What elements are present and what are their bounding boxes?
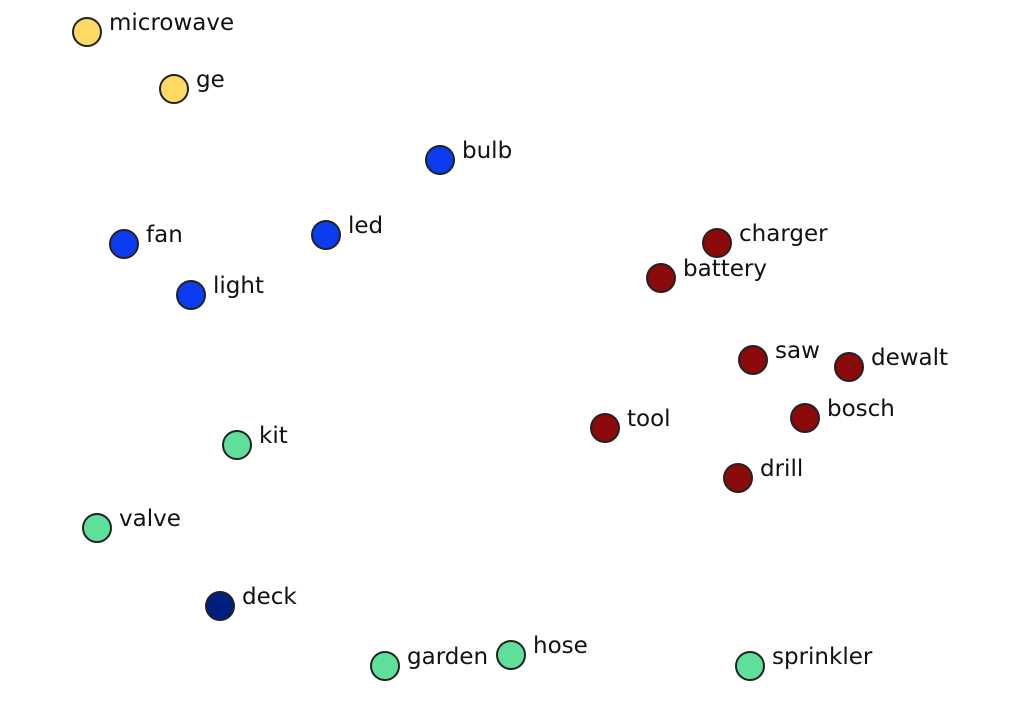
point-label-bosch: bosch [827, 396, 895, 422]
point-label-light: light [213, 273, 264, 299]
point-label-saw: saw [775, 338, 820, 364]
point-label-valve: valve [119, 506, 181, 532]
points-layer [72, 17, 864, 681]
point-label-led: led [348, 213, 383, 239]
point-garden [370, 651, 400, 681]
point-label-battery: battery [683, 256, 767, 282]
labels-layer: microwave ge bulb fan led light charger battery… [109, 10, 948, 670]
point-dewalt [834, 352, 864, 382]
point-label-drill: drill [760, 456, 803, 482]
point-label-bulb: bulb [462, 138, 512, 164]
point-label-garden: garden [407, 644, 488, 670]
point-charger [702, 228, 732, 258]
point-kit [222, 430, 252, 460]
point-hose [496, 640, 526, 670]
point-label-hose: hose [533, 633, 588, 659]
point-tool [590, 413, 620, 443]
point-label-fan: fan [146, 222, 183, 248]
point-deck [205, 591, 235, 621]
point-bulb [425, 145, 455, 175]
point-label-tool: tool [627, 406, 671, 432]
point-drill [723, 463, 753, 493]
point-saw [738, 345, 768, 375]
point-valve [82, 513, 112, 543]
point-label-deck: deck [242, 584, 297, 610]
point-label-kit: kit [259, 423, 288, 449]
point-microwave [72, 17, 102, 47]
point-ge [159, 74, 189, 104]
point-label-dewalt: dewalt [871, 345, 948, 371]
point-bosch [790, 403, 820, 433]
point-fan [109, 229, 139, 259]
point-battery [646, 263, 676, 293]
point-led [311, 220, 341, 250]
point-label-charger: charger [739, 221, 828, 247]
point-light [176, 280, 206, 310]
point-label-ge: ge [196, 67, 225, 93]
point-label-sprinkler: sprinkler [772, 644, 873, 670]
point-sprinkler [735, 651, 765, 681]
point-label-microwave: microwave [109, 10, 234, 36]
